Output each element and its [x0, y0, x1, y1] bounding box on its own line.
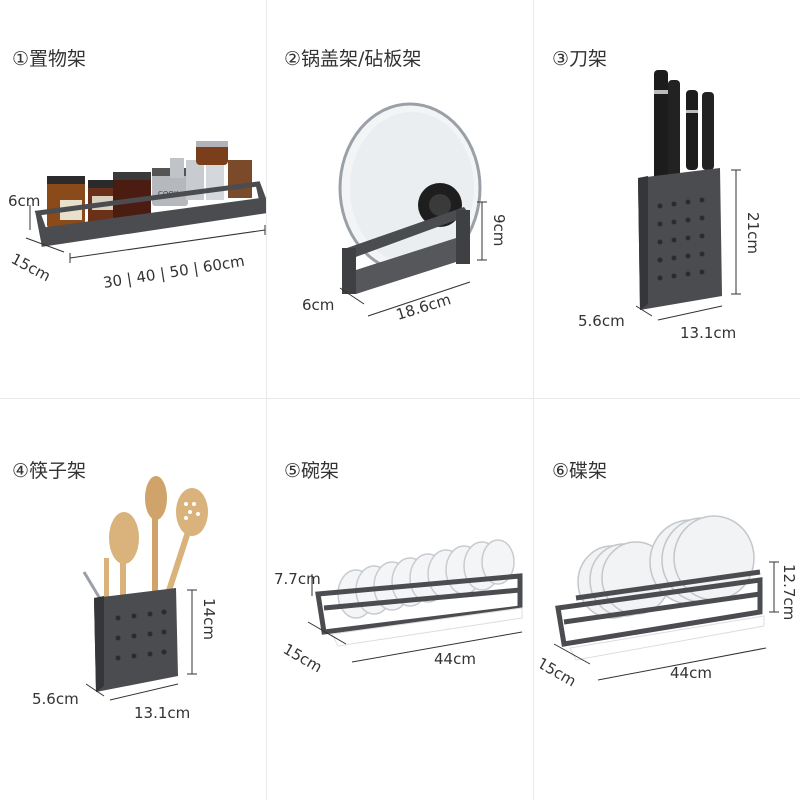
holder-holes — [115, 609, 167, 661]
width-dim: 18.6cm — [394, 290, 453, 324]
depth-dim: 15cm — [8, 250, 53, 286]
width-dim: 13.1cm — [134, 704, 190, 722]
depth-dim: 5.6cm — [32, 690, 79, 708]
height-dim: 14cm — [200, 598, 218, 640]
lid-rack-illustration: 9cm 6cm 18.6cm — [302, 102, 508, 324]
dimension-lines — [553, 561, 779, 681]
panel-title: ④筷子架 — [12, 460, 87, 482]
height-dim: 7.7cm — [274, 570, 321, 588]
vertical-divider-2 — [533, 0, 534, 800]
spice-rack-frame — [34, 181, 266, 247]
chopstick-holder-body — [94, 588, 178, 692]
length-dim: 30 | 40 | 50 | 60cm — [102, 252, 246, 292]
plate-rack-frame — [555, 569, 763, 647]
vertical-divider-1 — [266, 0, 267, 800]
depth-dim: 5.6cm — [578, 312, 625, 330]
panel-title: ⑤碗架 — [284, 460, 340, 482]
drip-tray — [331, 607, 523, 647]
panel-title: ③刀架 — [552, 48, 608, 70]
wooden-utensils — [82, 476, 208, 613]
knife-block-body — [638, 168, 722, 310]
chopstick-holder-illustration: 14cm 5.6cm 13.1cm — [32, 476, 218, 722]
panel-title: ②锅盖架/砧板架 — [284, 48, 422, 70]
width-dim: 44cm — [670, 664, 712, 682]
dimension-lines — [85, 589, 197, 701]
pot-lid — [338, 102, 482, 274]
panel-bowl-rack: ⑤碗架 7.7cm — [272, 412, 538, 812]
dimension-lines — [635, 169, 741, 321]
panel-knife-block: ③刀架 — [540, 0, 800, 400]
height-dim: 21cm — [744, 212, 762, 254]
panel-title: ①置物架 — [12, 48, 87, 70]
panel-plate-rack: ⑥碟架 12.7cm — [540, 412, 800, 812]
panel-spice-rack: ①置物架 COOK — [0, 0, 266, 400]
horizontal-divider — [0, 398, 800, 399]
knives — [654, 70, 714, 180]
height-dim: 9cm — [490, 214, 508, 246]
knife-block-illustration: 21cm 5.6cm 13.1cm — [578, 70, 762, 342]
height-dim: 12.7cm — [780, 564, 798, 620]
panel-title: ⑥碟架 — [552, 460, 608, 482]
depth-dim: 6cm — [302, 296, 334, 314]
panel-lid-rack: ②锅盖架/砧板架 9cm 6cm 1 — [272, 0, 538, 400]
bowl-rack-illustration: 7.7cm 15cm 44cm — [274, 539, 523, 677]
depth-dim: 15cm — [540, 654, 579, 691]
depth-dim: 15cm — [280, 640, 325, 677]
spice-rack-illustration: COOK 6cm — [8, 141, 266, 292]
drip-tray — [569, 615, 765, 661]
lid-rack-frame — [342, 207, 470, 294]
width-dim: 44cm — [434, 650, 476, 668]
plate-rack-illustration: 12.7cm 15cm 44cm — [540, 515, 798, 691]
knife-block-holes — [657, 197, 705, 281]
panel-chopstick-holder: ④筷子架 — [0, 412, 266, 812]
dimension-lines — [339, 201, 487, 317]
width-dim: 13.1cm — [680, 324, 736, 342]
height-dim: 6cm — [8, 192, 40, 210]
dimension-lines — [25, 205, 266, 263]
dimension-lines — [307, 574, 523, 663]
